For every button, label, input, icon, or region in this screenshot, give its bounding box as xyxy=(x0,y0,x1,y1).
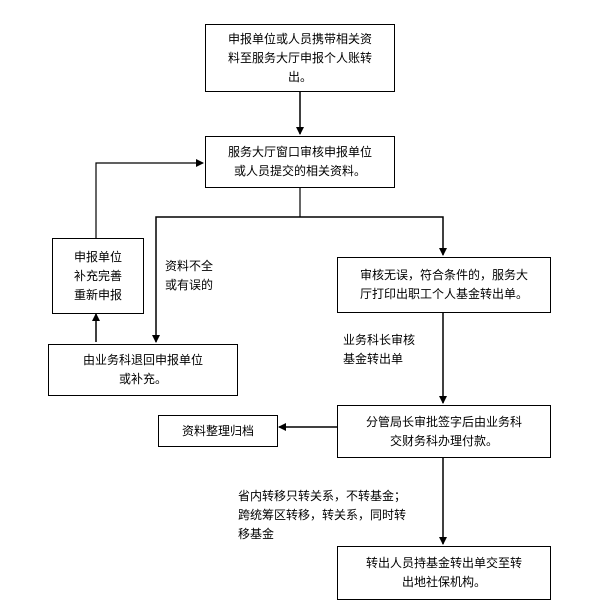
node-text: 资料整理归档 xyxy=(181,423,254,438)
node-print-transfer-form: 审核无误，符合条件的，服务大 厅打印出职工个人基金转出单。 xyxy=(337,257,551,313)
node-supplement-resubmit: 申报单位 补充完善 重新申报 xyxy=(52,238,144,314)
arrow-split-to-n4 xyxy=(300,216,447,256)
edge-label-incomplete: 资料不全 或有误的 xyxy=(165,259,214,292)
node-text: 服务大厅窗口审核申报单位 或人员提交的相关资料。 xyxy=(227,145,372,178)
node-text: 由业务科退回申报单位 或补充。 xyxy=(82,353,203,386)
edge-label-section-chief: 业务科长审核 基金转出单 xyxy=(343,333,416,366)
node-archive-documents: 资料整理归档 xyxy=(158,415,278,447)
node-text: 申报单位或人员携带相关资 料至服务大厅申报个人账转 出。 xyxy=(227,31,372,84)
arrow-n3-to-n2 xyxy=(95,159,204,238)
node-text: 申报单位 补充完善 重新申报 xyxy=(73,249,122,302)
node-window-review: 服务大厅窗口审核申报单位 或人员提交的相关资料。 xyxy=(205,136,395,188)
node-submit-application: 申报单位或人员携带相关资 料至服务大厅申报个人账转 出。 xyxy=(205,24,395,92)
node-text: 转出人员持基金转出单交至转 出地社保机构。 xyxy=(365,556,522,589)
node-text: 分管局长审批签字后由业务科 交财务科办理付款。 xyxy=(365,414,522,448)
node-text: 审核无误，符合条件的，服务大 厅打印出职工个人基金转出单。 xyxy=(359,268,528,301)
arrow-split-to-n5 xyxy=(152,216,300,343)
node-return-to-applicant: 由业务科退回申报单位 或补充。 xyxy=(48,344,238,396)
edge-label-transfer-rule: 省内转移只转关系，不转基金； 跨统筹区转移，转关系，同时转 移基金 xyxy=(238,489,407,541)
node-director-approval: 分管局长审批签字后由业务科 交财务科办理付款。 xyxy=(337,405,551,458)
node-deliver-to-agency: 转出人员持基金转出单交至转 出地社保机构。 xyxy=(337,546,551,600)
